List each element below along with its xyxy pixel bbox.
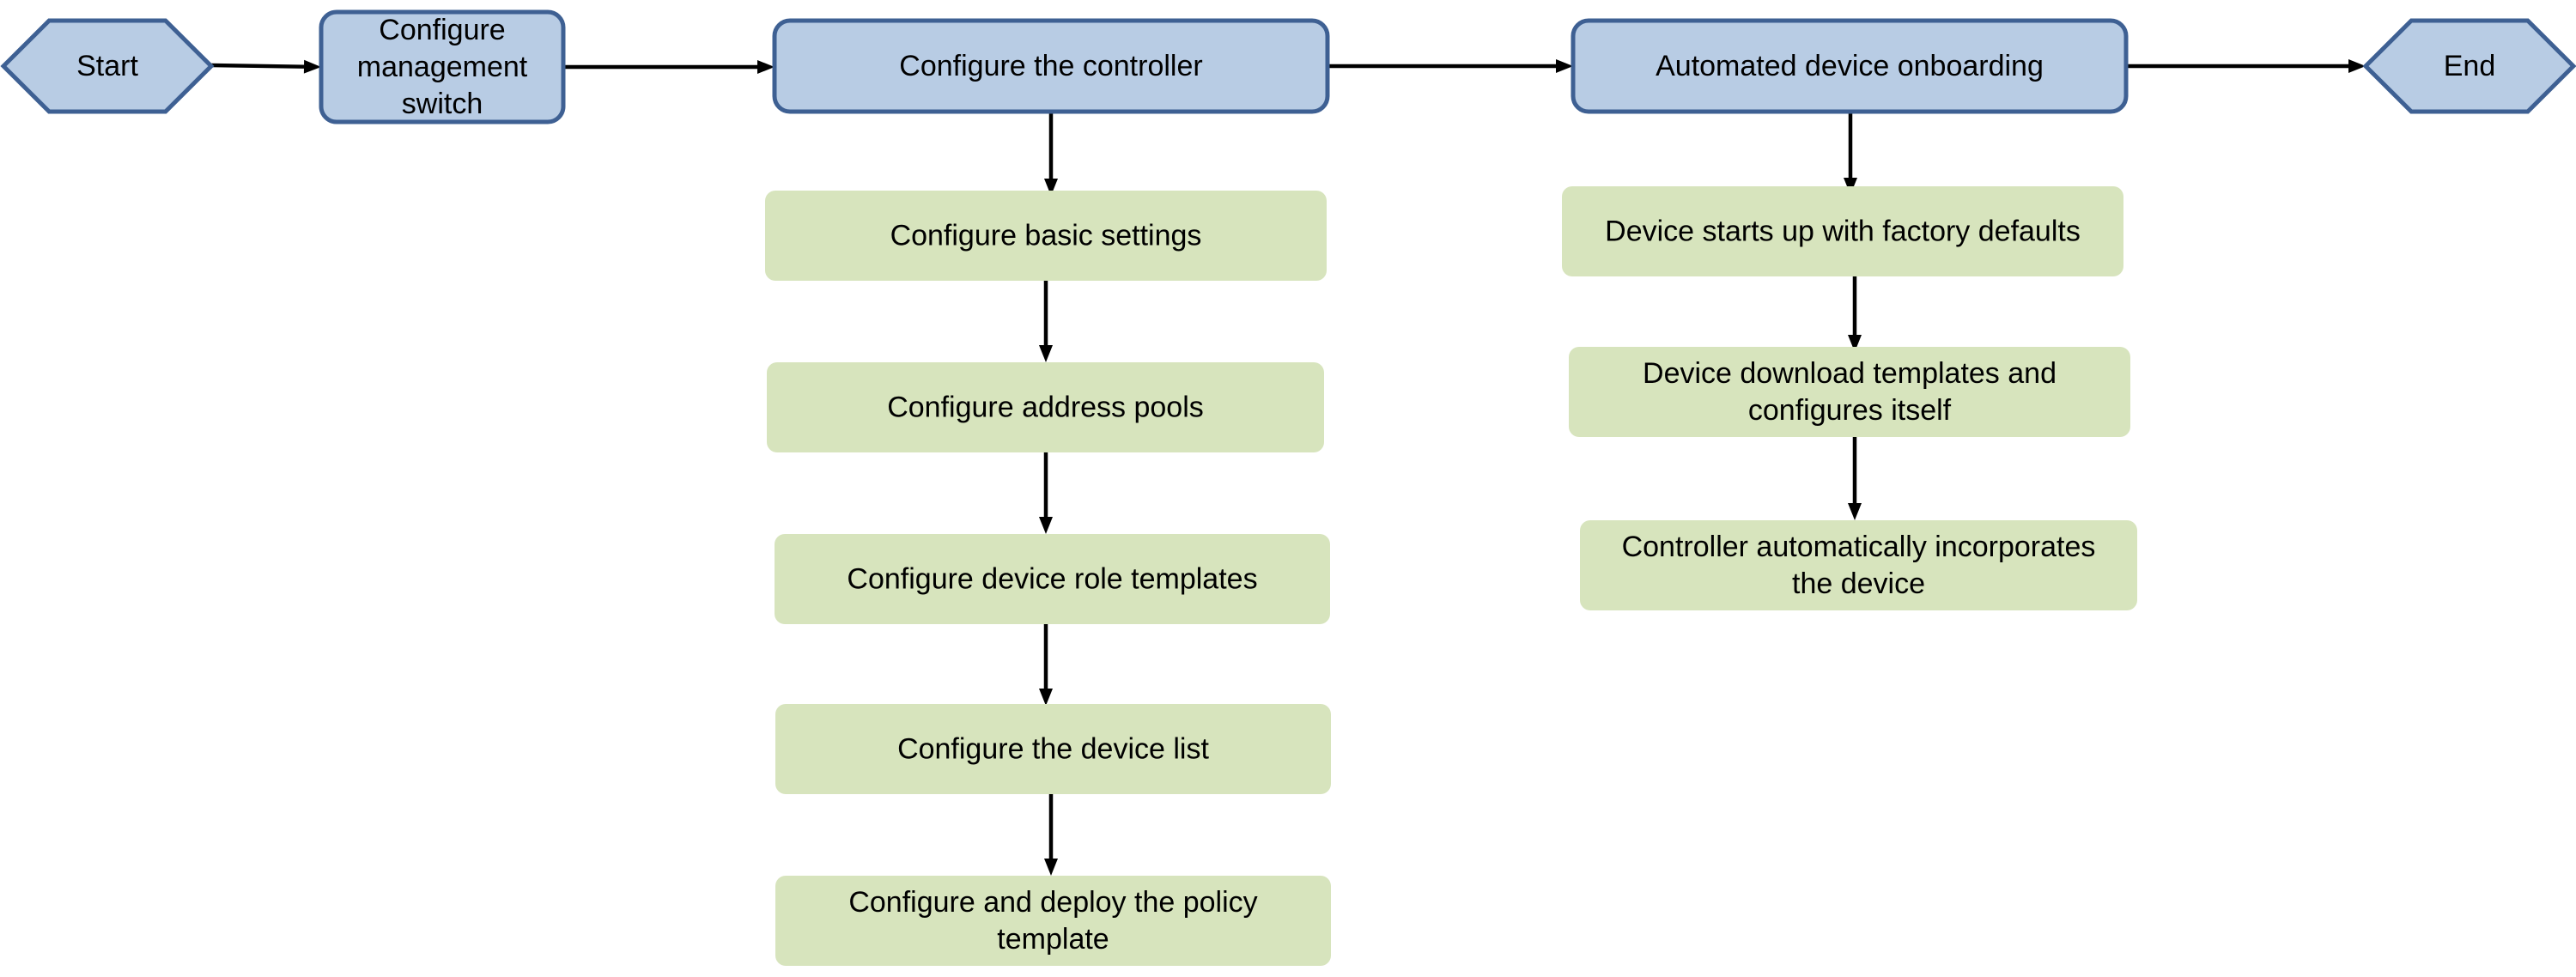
node-label-line: Configure and deploy the policy — [848, 886, 1257, 919]
edge-onboarding-to-end — [2126, 59, 2366, 73]
arrowhead-icon — [1044, 859, 1058, 876]
edge-basic-to-pools — [1039, 281, 1053, 362]
edge-download-to-incorporate — [1848, 437, 1862, 520]
step-box — [765, 191, 1327, 281]
arrowhead-icon — [757, 60, 775, 74]
nodes-layer: StartConfiguremanagementswitchConfigure … — [0, 9, 2576, 966]
edge-controller-to-onboarding — [1327, 59, 1573, 73]
node-label-line: Configure device role templates — [847, 563, 1257, 596]
edge-devlist-to-policy — [1044, 794, 1058, 876]
arrowhead-icon — [303, 59, 321, 74]
node-label-line: Controller automatically incorporates — [1622, 531, 2096, 563]
step-box — [767, 362, 1324, 452]
node-onboarding: Automated device onboarding — [1571, 18, 2129, 114]
hexagon-shape — [2362, 18, 2576, 114]
arrowhead-icon — [1556, 59, 1573, 73]
node-mgmt: Configure management switch — [319, 9, 566, 124]
node-label-line: Configure the device list — [897, 733, 1209, 766]
arrowhead-icon — [1039, 689, 1053, 706]
arrowhead-icon — [2348, 59, 2366, 73]
step-box — [775, 704, 1331, 794]
hexagon-shape — [0, 18, 215, 114]
node-label-line: Device download templates and — [1643, 357, 2057, 390]
node-label-line: Configure the controller — [899, 50, 1202, 82]
node-label-line: management — [357, 51, 528, 83]
process-box — [319, 9, 566, 124]
node-label-line: Device starts up with factory defaults — [1605, 215, 2081, 248]
node-roles: Configure device role templates — [775, 534, 1330, 624]
node-start: Start — [0, 18, 215, 114]
edge-pools-to-roles — [1039, 452, 1053, 534]
node-policy: Configure and deploy the policy template — [775, 876, 1331, 966]
step-box — [1569, 347, 2130, 437]
node-label-line: Automated device onboarding — [1656, 50, 2044, 82]
edge-mgmt-to-controller — [563, 60, 775, 74]
node-devlist: Configure the device list — [775, 704, 1331, 794]
node-startup: Device starts up with factory defaults — [1562, 186, 2123, 276]
node-label-line: Configure — [379, 14, 505, 46]
arrowhead-icon — [1039, 517, 1053, 534]
node-label-line: the device — [1792, 567, 1925, 600]
step-box — [1562, 186, 2123, 276]
node-label-line: Configure address pools — [887, 391, 1204, 424]
edge-startup-to-download — [1848, 276, 1862, 352]
process-box — [1571, 18, 2129, 114]
edge-roles-to-devlist — [1039, 624, 1053, 706]
node-incorporate: Controller automatically incorporates the… — [1580, 520, 2137, 610]
node-label-line: configures itself — [1748, 394, 1952, 427]
step-box — [775, 534, 1330, 624]
edge-onboarding-to-startup — [1844, 112, 1857, 195]
node-download: Device download templates and configures … — [1569, 347, 2130, 437]
step-box — [1580, 520, 2137, 610]
arrowhead-icon — [1848, 335, 1862, 352]
node-label-line: switch — [402, 88, 483, 120]
arrowhead-icon — [1039, 345, 1053, 362]
edge-controller-to-basic — [1044, 112, 1058, 196]
edge-line — [210, 63, 305, 69]
edge-start-to-mgmt — [210, 59, 321, 74]
arrowhead-icon — [1044, 179, 1058, 196]
node-label-line: End — [2444, 50, 2496, 82]
node-label-line: Start — [76, 50, 138, 82]
node-label-line: template — [997, 923, 1109, 956]
node-pools: Configure address pools — [767, 362, 1324, 452]
arrowhead-icon — [1848, 503, 1862, 520]
node-label-line: Configure basic settings — [890, 220, 1202, 252]
node-end: End — [2362, 18, 2576, 114]
step-box — [775, 876, 1331, 966]
process-box — [772, 18, 1330, 114]
edges-layer — [210, 59, 2366, 876]
node-controller: Configure the controller — [772, 18, 1330, 114]
node-basic: Configure basic settings — [765, 191, 1327, 281]
